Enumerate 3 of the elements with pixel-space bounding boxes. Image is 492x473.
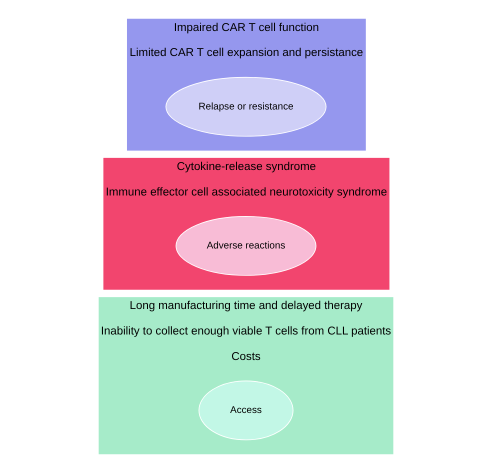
node-ellipse: Access	[198, 380, 294, 440]
node-ellipse: Relapse or resistance	[166, 76, 326, 137]
node-ellipse: Adverse reactions	[176, 216, 316, 276]
